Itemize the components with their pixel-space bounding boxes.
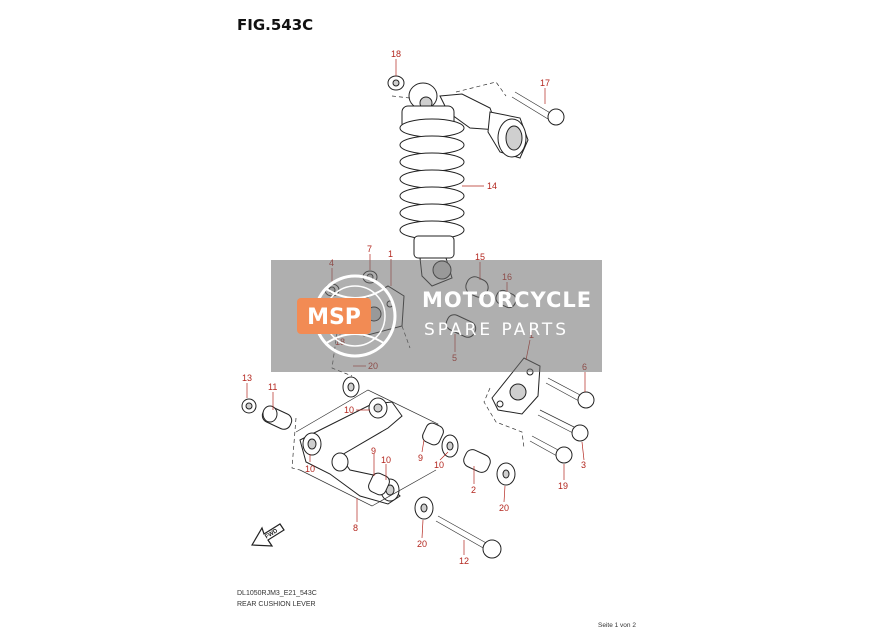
- bolt-17-drawing: [511, 91, 565, 126]
- watermark-badge: MSP: [307, 305, 361, 330]
- callout-13: 13: [242, 373, 252, 383]
- callout-18-top: 18: [391, 49, 401, 59]
- callout-7: 7: [367, 244, 372, 254]
- watermark-line1: MOTORCYCLE: [422, 288, 593, 312]
- fwd-direction-arrow: FWD: [250, 523, 285, 547]
- watermark-logo-icon: MSP: [297, 274, 397, 358]
- spring-coils: [399, 118, 465, 240]
- nut-18-top-drawing: [387, 75, 405, 91]
- callout-10-a: 10: [344, 405, 354, 415]
- callout-9-lower: 9: [371, 446, 376, 456]
- callout-20-lower: 20: [417, 539, 427, 549]
- washer-20-upper-drawing: [342, 376, 360, 398]
- callout-19: 19: [558, 481, 568, 491]
- watermark-overlay: MSP MOTORCYCLE SPARE PARTS: [271, 260, 602, 372]
- washer-20-right-drawing: [496, 462, 516, 486]
- callout-2: 2: [471, 485, 476, 495]
- bolt-19-drawing: [529, 435, 573, 464]
- callout-11: 11: [268, 382, 277, 392]
- callout-3: 3: [581, 460, 586, 470]
- callout-9-upper: 9: [418, 453, 423, 463]
- bearing-9-upper-drawing: [422, 422, 444, 446]
- spacer-11-drawing: [261, 405, 293, 430]
- callout-10-d: 10: [434, 460, 444, 470]
- washer-20-lower-drawing: [414, 496, 434, 520]
- page-indicator: Seite 1 von 2: [598, 622, 636, 629]
- callout-1-left: 1: [388, 249, 393, 259]
- callout-15: 15: [475, 252, 485, 262]
- figure-description: REAR CUSHION LEVER: [237, 601, 316, 608]
- callout-10-b: 10: [305, 464, 315, 474]
- dust-seal-10-right-drawing: [441, 434, 459, 458]
- bolt-12-drawing: [435, 515, 502, 559]
- figure-title: FIG.543C: [237, 16, 314, 34]
- callout-17: 17: [540, 78, 550, 88]
- callout-8: 8: [353, 523, 358, 533]
- watermark-line2: SPARE PARTS: [424, 320, 570, 340]
- callout-14: 14: [487, 181, 497, 191]
- bolt-6-drawing: [545, 377, 595, 409]
- figure-code: DL1050RJM3_E21_543C: [237, 590, 317, 597]
- rear-shock-absorber-drawing: [399, 82, 529, 287]
- spacer-2-drawing: [463, 449, 491, 473]
- callout-10-c: 10: [381, 455, 391, 465]
- callout-20-right: 20: [499, 503, 509, 513]
- bolt-3-drawing: [537, 409, 589, 442]
- nut-13-drawing: [241, 398, 257, 414]
- callout-12: 12: [459, 556, 469, 566]
- bearing-9-lower-drawing: [368, 472, 390, 496]
